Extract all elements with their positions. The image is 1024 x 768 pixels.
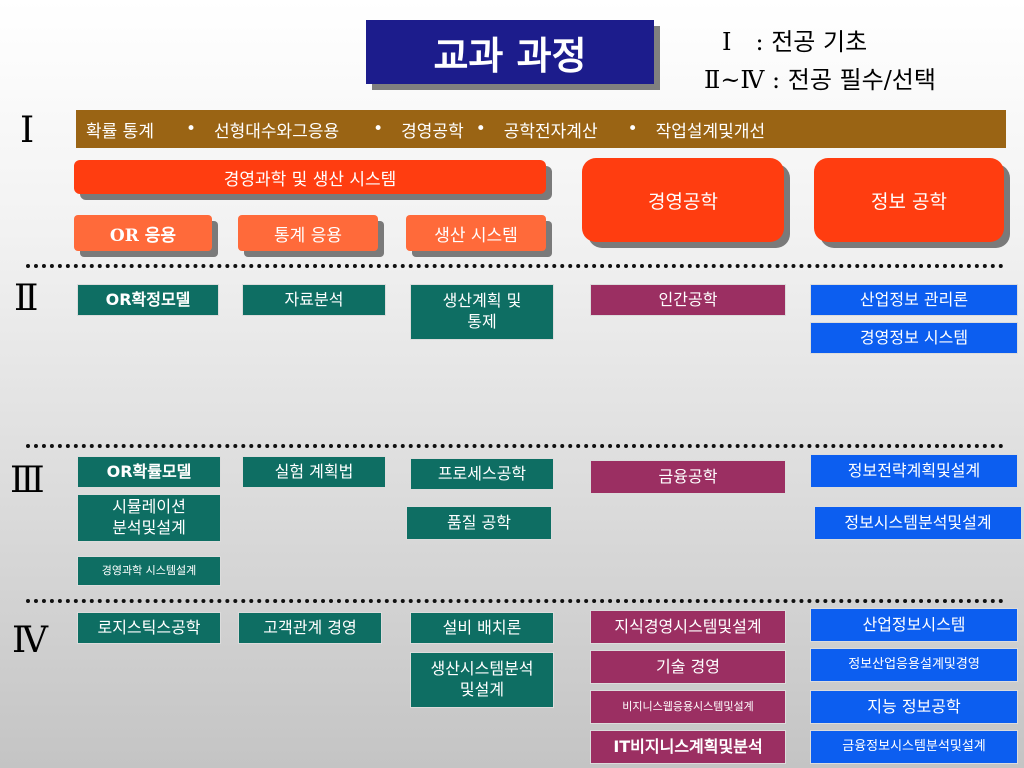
course-industrial-info-management: 산업정보 관리론 [810, 284, 1018, 316]
course-process-engineering: 프로세스공학 [410, 458, 554, 490]
band-bullet: • [373, 119, 384, 139]
foundation-course-band: 확률 통계 • 선형대수와그응용 • 경영공학 • 공학전자계산 • 작업설계및… [76, 110, 1006, 148]
course-management-science-system-design: 경영과학 시스템설계 [77, 556, 221, 586]
level-divider [26, 444, 1004, 448]
track-management-science-production: 경영과학 및 생산 시스템 [74, 160, 546, 194]
track-information-engineering: 정보 공학 [814, 158, 1004, 242]
level-marker-2: Ⅱ [14, 278, 39, 319]
subtrack-or-application: OR 응용 [74, 215, 212, 251]
level-divider [26, 599, 1004, 603]
course-logistics-engineering: 로지스틱스공학 [77, 612, 221, 644]
course-info-system-analysis-design: 정보시스템분석및설계 [814, 506, 1022, 540]
course-or-deterministic-model: OR확정모델 [77, 284, 219, 316]
level-marker-3: Ⅲ [10, 460, 45, 501]
band-bullet: • [627, 119, 638, 139]
band-course-engineering-computation: 공학전자계산 [503, 121, 598, 142]
course-it-business-planning: IT비지니스계획및분석 [590, 730, 786, 764]
course-data-analysis: 자료분석 [242, 284, 386, 316]
band-course-probability-statistics: 확률 통계 [86, 121, 154, 142]
course-experimental-design: 실험 계획법 [242, 456, 386, 488]
course-simulation-analysis-design: 시뮬레이션 분석및설계 [77, 494, 221, 542]
course-technology-management: 기술 경영 [590, 650, 786, 684]
course-info-strategy-planning: 정보전략계획및설계 [810, 454, 1018, 488]
course-industrial-info-system: 산업정보시스템 [810, 608, 1018, 642]
subtrack-production-system: 생산 시스템 [406, 215, 546, 251]
course-management-info-system: 경영정보 시스템 [810, 322, 1018, 354]
band-course-linear-algebra: 선형대수와그응용 [214, 121, 340, 142]
band-bullet: • [185, 119, 196, 139]
course-info-industry-application: 정보산업응용설계및경영 [810, 648, 1018, 682]
course-quality-engineering: 품질 공학 [406, 506, 552, 540]
course-production-planning-control: 생산계획 및 통제 [410, 284, 554, 340]
track-management-engineering: 경영공학 [582, 158, 784, 242]
course-intelligent-info-engineering: 지능 정보공학 [810, 690, 1018, 724]
course-knowledge-management-system: 지식경영시스템및설계 [590, 610, 786, 644]
course-or-stochastic-model: OR확률모델 [77, 456, 221, 488]
course-financial-engineering: 금융공학 [590, 460, 786, 494]
band-bullet: • [475, 119, 486, 139]
course-production-system-analysis-design: 생산시스템분석 및설계 [410, 652, 554, 708]
legend-line-foundation: Ⅰ : 전공 기초 [722, 28, 868, 56]
page-title: 교과 과정 [366, 20, 654, 84]
legend-line-major: Ⅱ~Ⅳ : 전공 필수/선택 [704, 66, 936, 94]
course-human-factors: 인간공학 [590, 284, 786, 316]
course-customer-relationship-management: 고객관계 경영 [238, 612, 382, 644]
course-facility-layout: 설비 배치론 [410, 612, 554, 644]
subtrack-statistics-application: 통계 응용 [238, 215, 378, 251]
level-marker-4: Ⅳ [12, 620, 48, 661]
level-marker-1: Ⅰ [20, 110, 35, 151]
course-business-web-application: 비지니스웹응용시스템및설계 [590, 690, 786, 724]
level-divider [26, 264, 1004, 268]
band-course-management-engineering: 경영공학 [401, 121, 464, 142]
band-course-work-design: 작업설계및개선 [655, 121, 766, 142]
course-financial-info-system: 금융정보시스템분석및설계 [810, 730, 1018, 764]
